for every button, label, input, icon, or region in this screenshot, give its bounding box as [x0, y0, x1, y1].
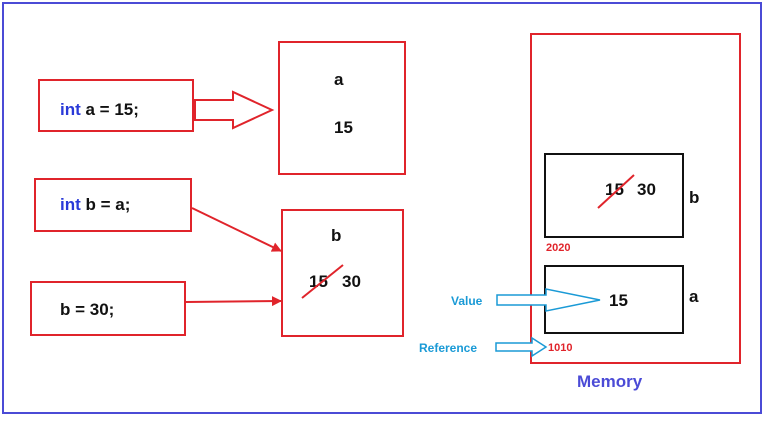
variable-a-value: 15 [334, 118, 353, 137]
reference-label: Reference [419, 341, 478, 355]
code-line-int-b: int b = a; [60, 195, 130, 215]
block-arrow-value [496, 288, 601, 312]
memory-b-address: 2020 [546, 242, 571, 254]
arrow-b-assign-to-b [185, 296, 282, 307]
memory-a-name: a [689, 287, 699, 306]
block-arrow-reference [495, 336, 548, 358]
variable-b-new-value: 30 [342, 272, 361, 291]
code-text: a = 15; [80, 100, 139, 119]
code-line-b-assign: b = 30; [60, 300, 115, 319]
memory-region [530, 33, 741, 364]
variable-box-a [278, 41, 406, 175]
memory-b-new-value: 30 [637, 180, 656, 199]
memory-cell-b [544, 153, 684, 238]
keyword-int: int [60, 100, 81, 119]
variable-box-b [281, 209, 404, 337]
variable-b-name: b [331, 226, 342, 245]
memory-a-address: 1010 [548, 342, 573, 354]
strike-memory-b-old-value [597, 174, 635, 209]
variable-b-old-value: 15 [309, 272, 328, 291]
code-box-int-b [34, 178, 192, 232]
code-text: b = a; [80, 195, 131, 214]
memory-b-name: b [689, 188, 700, 207]
code-box-int-a [38, 79, 194, 132]
block-arrow-assign-a [194, 90, 275, 130]
arrow-int-b-to-b [191, 207, 282, 252]
value-label: Value [451, 294, 483, 308]
keyword-int: int [60, 195, 81, 214]
memory-title: Memory [577, 372, 643, 391]
memory-b-old-value: 15 [605, 180, 624, 199]
code-line-int-a: int a = 15; [60, 100, 139, 120]
strike-b-old-value [301, 264, 344, 299]
memory-a-value: 15 [609, 291, 628, 310]
variable-a-name: a [334, 70, 344, 89]
outer-frame [2, 2, 762, 414]
code-box-b-assign [30, 281, 186, 336]
